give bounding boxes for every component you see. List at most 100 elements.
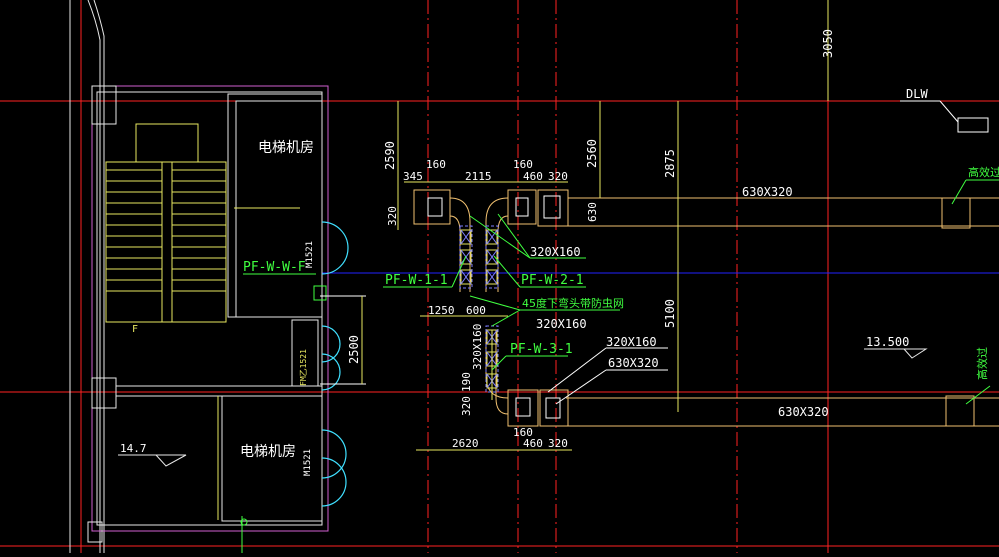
outer-wall-curve-a xyxy=(87,0,101,553)
label-high-efficiency-top: 高效过 xyxy=(968,165,999,179)
fan-core-1-1 xyxy=(427,197,443,217)
elbow-2-1-b xyxy=(497,215,509,292)
outer-wall-curve-b xyxy=(93,0,105,553)
door-label-fm: FM乙1521 xyxy=(299,349,308,386)
dim-160-a: 160 xyxy=(426,158,446,171)
label-high-efficiency-top-leader xyxy=(951,179,967,205)
damper-cross xyxy=(460,229,472,245)
duct-label-630x320-top: 630X320 xyxy=(742,185,793,199)
door-label-m1521-top: M1521 xyxy=(305,241,315,268)
duct-label-630x320-leader: 630X320 xyxy=(608,356,659,370)
core-walls xyxy=(87,85,329,543)
dim-2115: 2115 xyxy=(465,170,492,183)
damper-mark xyxy=(486,269,498,285)
elevator-machine-room-top xyxy=(235,100,323,318)
damper-mark xyxy=(460,269,472,285)
duct-label-630x320-bottom: 630X320 xyxy=(778,405,829,419)
room-label-elevator-bottom: 电梯机房 xyxy=(240,444,296,460)
tag-pf-w-3-1-leader xyxy=(491,355,507,371)
damper-mark xyxy=(460,249,472,265)
damper-mark xyxy=(486,229,498,245)
column-top xyxy=(91,85,117,125)
damper-stack-2-1 xyxy=(485,225,499,289)
tag-pf-w-1-1: PF-W-1-1 xyxy=(385,273,448,288)
tag-elbow-note-leader-b xyxy=(491,309,521,327)
dim-320-b: 320 xyxy=(460,396,473,416)
duct-label-320x160-c: 320X160 xyxy=(606,335,657,349)
label-dlw-leader xyxy=(939,100,959,123)
dim-460-a: 460 xyxy=(523,170,543,183)
fan-box-1-1 xyxy=(413,189,451,225)
dim-320-a: 320 xyxy=(548,170,568,183)
staircase xyxy=(105,123,227,323)
dim-160-b: 160 xyxy=(513,158,533,171)
elbow-2-1-a xyxy=(485,197,509,292)
tag-pf-w-1-1-leader xyxy=(451,255,467,288)
level-triangle-147 xyxy=(118,454,187,467)
label-dlw: DLW xyxy=(906,87,928,101)
damper-stack-1-1 xyxy=(459,225,473,289)
level-triangle-13500 xyxy=(864,348,928,359)
fan-core-3-1 xyxy=(515,397,531,417)
dim-2560: 2560 xyxy=(585,139,599,168)
leader-320x160-a-arrow-1 xyxy=(497,213,531,259)
tag-pf-w-w-f: PF-W-W-F xyxy=(243,260,306,275)
ductwork xyxy=(413,117,999,427)
fan-core-3-1-b xyxy=(545,397,561,419)
leader-bottom-dot xyxy=(240,518,248,526)
dim-2875: 2875 xyxy=(663,149,677,178)
leader-320x160-a-arrow-2 xyxy=(469,215,531,259)
damper-cross xyxy=(486,269,498,285)
tag-pf-w-2-1-leader xyxy=(493,255,521,288)
fan-core-2-1-b xyxy=(543,195,561,219)
room-label-elevator-top: 电梯机房 xyxy=(258,140,314,156)
dim-5100: 5100 xyxy=(663,299,677,328)
filter-top xyxy=(941,197,971,229)
label-high-efficiency-bottom-leader xyxy=(965,385,991,405)
dim-160-c: 160 xyxy=(513,426,533,439)
damper-mark xyxy=(460,229,472,245)
dim-2620: 2620 xyxy=(452,437,479,450)
dim-2590: 2590 xyxy=(383,141,397,170)
door-swing-mid-b xyxy=(321,353,341,391)
fan-box-2-1 xyxy=(507,189,537,225)
core-outline-magenta xyxy=(91,85,329,532)
dim-3050: 3050 xyxy=(821,29,835,58)
dim-2500: 2500 xyxy=(347,335,361,364)
duct-label-320x160-a: 320X160 xyxy=(530,245,581,259)
leader-lines xyxy=(383,213,620,371)
dim-lines xyxy=(397,0,829,451)
damper-cross xyxy=(486,229,498,245)
damper-pf-w-w-f xyxy=(313,285,327,301)
column-bottom xyxy=(87,521,103,543)
leader-630x320-c xyxy=(555,369,607,405)
level-text-147: 14.7 xyxy=(120,442,147,455)
elevator-machine-room-top-outer xyxy=(227,93,323,318)
tag-elbow-note: 45度下弯头带防虫网 xyxy=(522,296,624,310)
door-fm-frame xyxy=(291,319,319,387)
door-swing-bottom-a xyxy=(321,429,347,479)
fan-box-3-1 xyxy=(507,389,539,427)
leader-lines-white xyxy=(547,347,668,405)
damper-cross xyxy=(486,249,498,265)
elbow-3-1-b xyxy=(495,330,509,415)
duct-label-320x160-vertical: 320X160 xyxy=(471,324,484,370)
door-swing-bottom-b xyxy=(321,457,347,507)
building-outline xyxy=(69,0,105,553)
door-swing-top xyxy=(321,221,349,275)
column-mid xyxy=(91,377,117,409)
fan-core-2-1 xyxy=(515,197,529,217)
dim-320-left: 320 xyxy=(386,206,399,226)
tag-pf-w-3-1: PF-W-3-1 xyxy=(510,342,573,357)
dim-190: 190 xyxy=(460,372,473,392)
level-mark-147: 14.7 xyxy=(118,442,187,467)
core-outline-white xyxy=(96,91,323,526)
dim-630: 630 xyxy=(586,202,599,222)
dim-320-c: 320 xyxy=(548,437,568,450)
damper-mark xyxy=(486,249,498,265)
dim-1250: 1250 xyxy=(428,304,455,317)
elbow-1-1-a xyxy=(449,197,471,292)
dim-600: 600 xyxy=(466,304,486,317)
stair-treads xyxy=(106,169,226,292)
